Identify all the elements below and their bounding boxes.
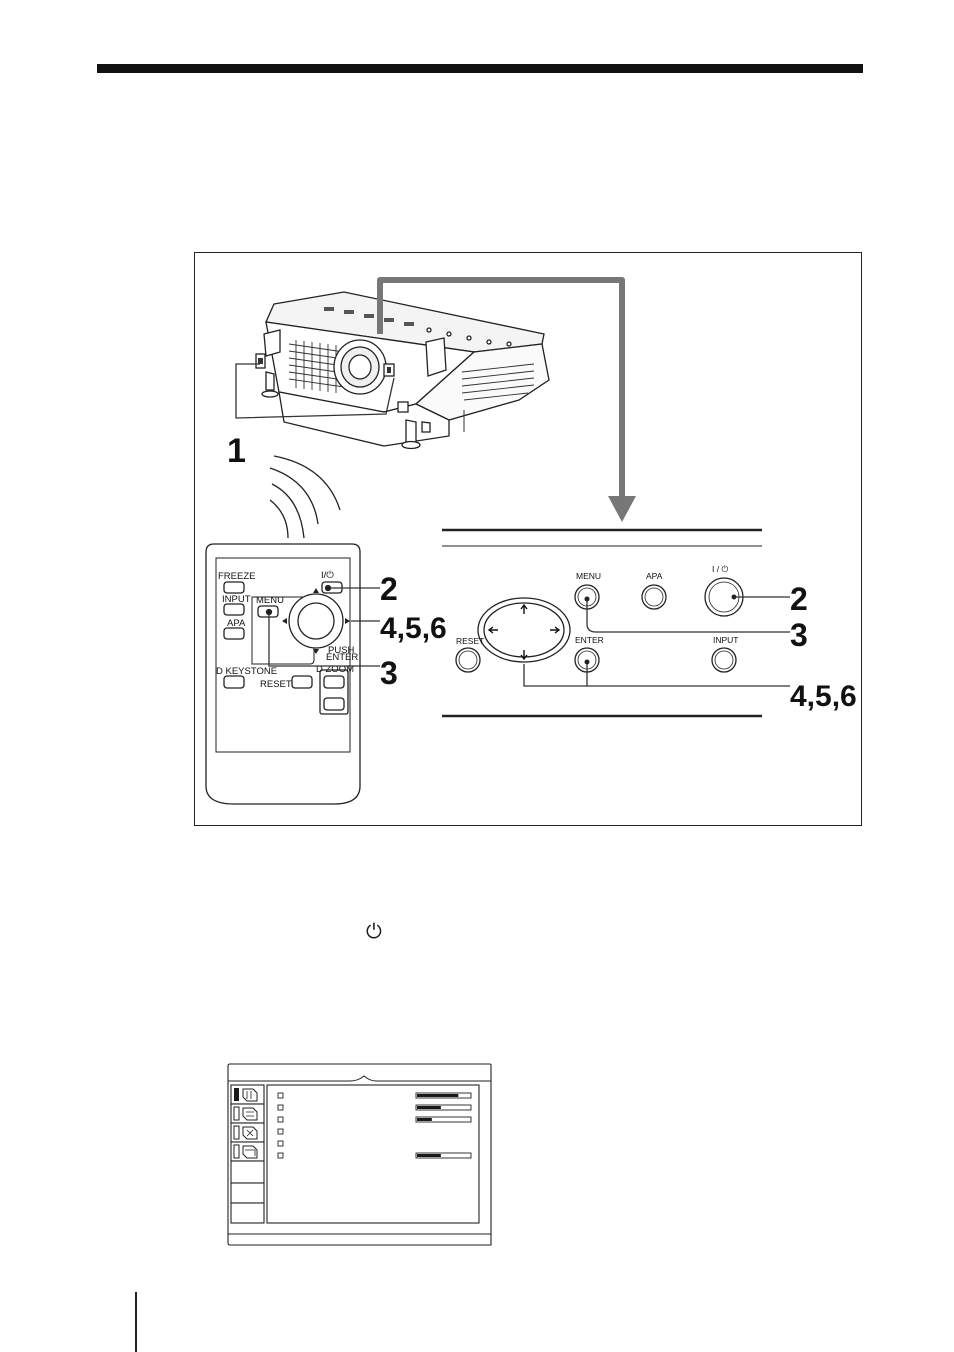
panel-power-label: I / ⏻: [712, 564, 728, 574]
remote-menu-label: MENU: [256, 595, 284, 606]
menu-item-bullet: [277, 1140, 284, 1147]
remote-input-label: INPUT: [222, 594, 251, 605]
projector: [255, 291, 550, 450]
callout-3-remote: 3: [380, 655, 398, 691]
ir-wave-icon: [269, 455, 341, 539]
remote-apa-label: APA: [227, 618, 246, 629]
remote-enter-label: ENTER: [326, 652, 358, 663]
menu-item-bullet: [277, 1092, 284, 1099]
header-rule: [97, 64, 863, 73]
remote-power-label: I/⏻: [321, 570, 334, 581]
panel-apa-label: APA: [646, 571, 663, 581]
menu-item-list: [277, 1092, 472, 1159]
remote-reset-label: RESET: [260, 679, 292, 690]
callout-2-remote: 2: [380, 571, 398, 607]
margin-rule: [135, 1292, 137, 1352]
menu-level-bar: [415, 1116, 472, 1123]
figure-frame: [194, 252, 862, 826]
remote-control: [205, 543, 361, 805]
menu-item-bullet: [277, 1128, 284, 1135]
panel-menu-label: MENU: [576, 571, 601, 581]
panel-input-label: INPUT: [713, 635, 739, 645]
remote-push-label: PUSH: [328, 645, 355, 656]
remote-zoom-label: D ZOOM: [316, 664, 354, 675]
menu-item-bullet: [277, 1116, 284, 1123]
remote-freeze-label: FREEZE: [218, 571, 255, 582]
projector-diagram: 1 FREEZE I/⏻: [205, 277, 857, 805]
callout-456-panel: 4,5,6: [790, 680, 857, 713]
menu-level-bar: [415, 1152, 472, 1159]
menu-level-fill: [417, 1118, 432, 1121]
callout-3-panel: 3: [790, 617, 808, 653]
menu-level-fill: [417, 1106, 441, 1109]
menu-level-fill: [417, 1154, 441, 1157]
menu-tab-icons: [233, 1088, 258, 1159]
control-panel: [442, 528, 762, 718]
menu-level-bar: [415, 1104, 472, 1111]
callout-1: 1: [227, 432, 246, 470]
panel-reset-label: RESET: [456, 636, 484, 646]
callout-2-panel: 2: [790, 581, 808, 617]
menu-item-bullet: [277, 1104, 284, 1111]
power-icon: ⏻: [366, 921, 382, 943]
menu-screen: [227, 1063, 492, 1246]
callout-456-remote: 4,5,6: [380, 612, 447, 645]
menu-item-bullet: [277, 1152, 284, 1159]
remote-keystone-label: D KEYSTONE: [216, 666, 277, 677]
panel-enter-label: ENTER: [575, 635, 604, 645]
menu-level-fill: [417, 1094, 459, 1097]
